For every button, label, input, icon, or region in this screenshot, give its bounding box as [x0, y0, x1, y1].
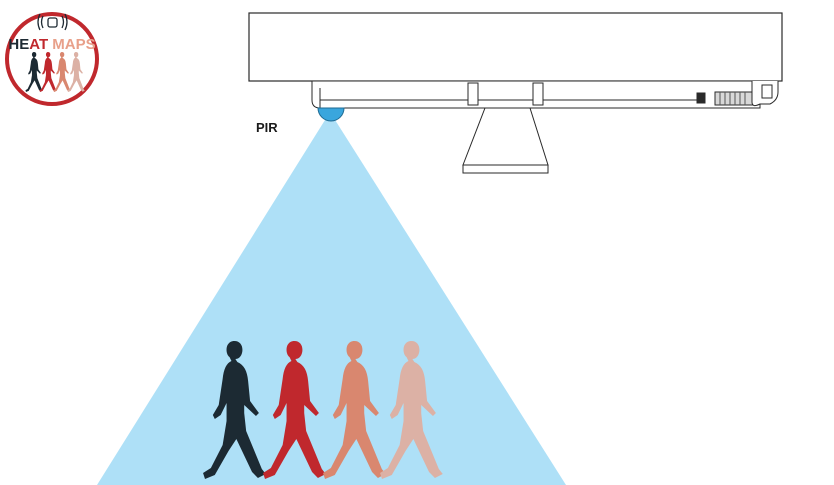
logo-text-at: AT	[29, 36, 48, 53]
pir-label: PIR	[256, 120, 278, 135]
logo-text-maps: MAPS	[48, 36, 96, 53]
walking-person-icon	[39, 52, 57, 93]
heat-maps-logo: HEAT MAPS	[5, 12, 99, 106]
walking-person-icon	[263, 341, 326, 479]
walking-people	[203, 341, 443, 479]
ceiling-box	[248, 12, 783, 82]
light-fixture	[311, 80, 779, 109]
svg-text:HEAT MAPS: HEAT MAPS	[8, 36, 95, 53]
walking-person-icon	[323, 341, 386, 479]
pir-sensor	[317, 107, 345, 122]
logo-text-he: HE	[8, 36, 29, 53]
wifi-signal-icon	[37, 13, 68, 31]
walking-person-icon	[25, 52, 43, 93]
logo-walkers	[25, 52, 85, 93]
detection-cone	[97, 112, 566, 485]
walking-person-icon	[53, 52, 71, 93]
lamp-shade	[462, 107, 549, 174]
walking-person-icon	[67, 52, 85, 93]
walking-person-icon	[203, 341, 266, 479]
walking-person-icon	[380, 341, 443, 479]
